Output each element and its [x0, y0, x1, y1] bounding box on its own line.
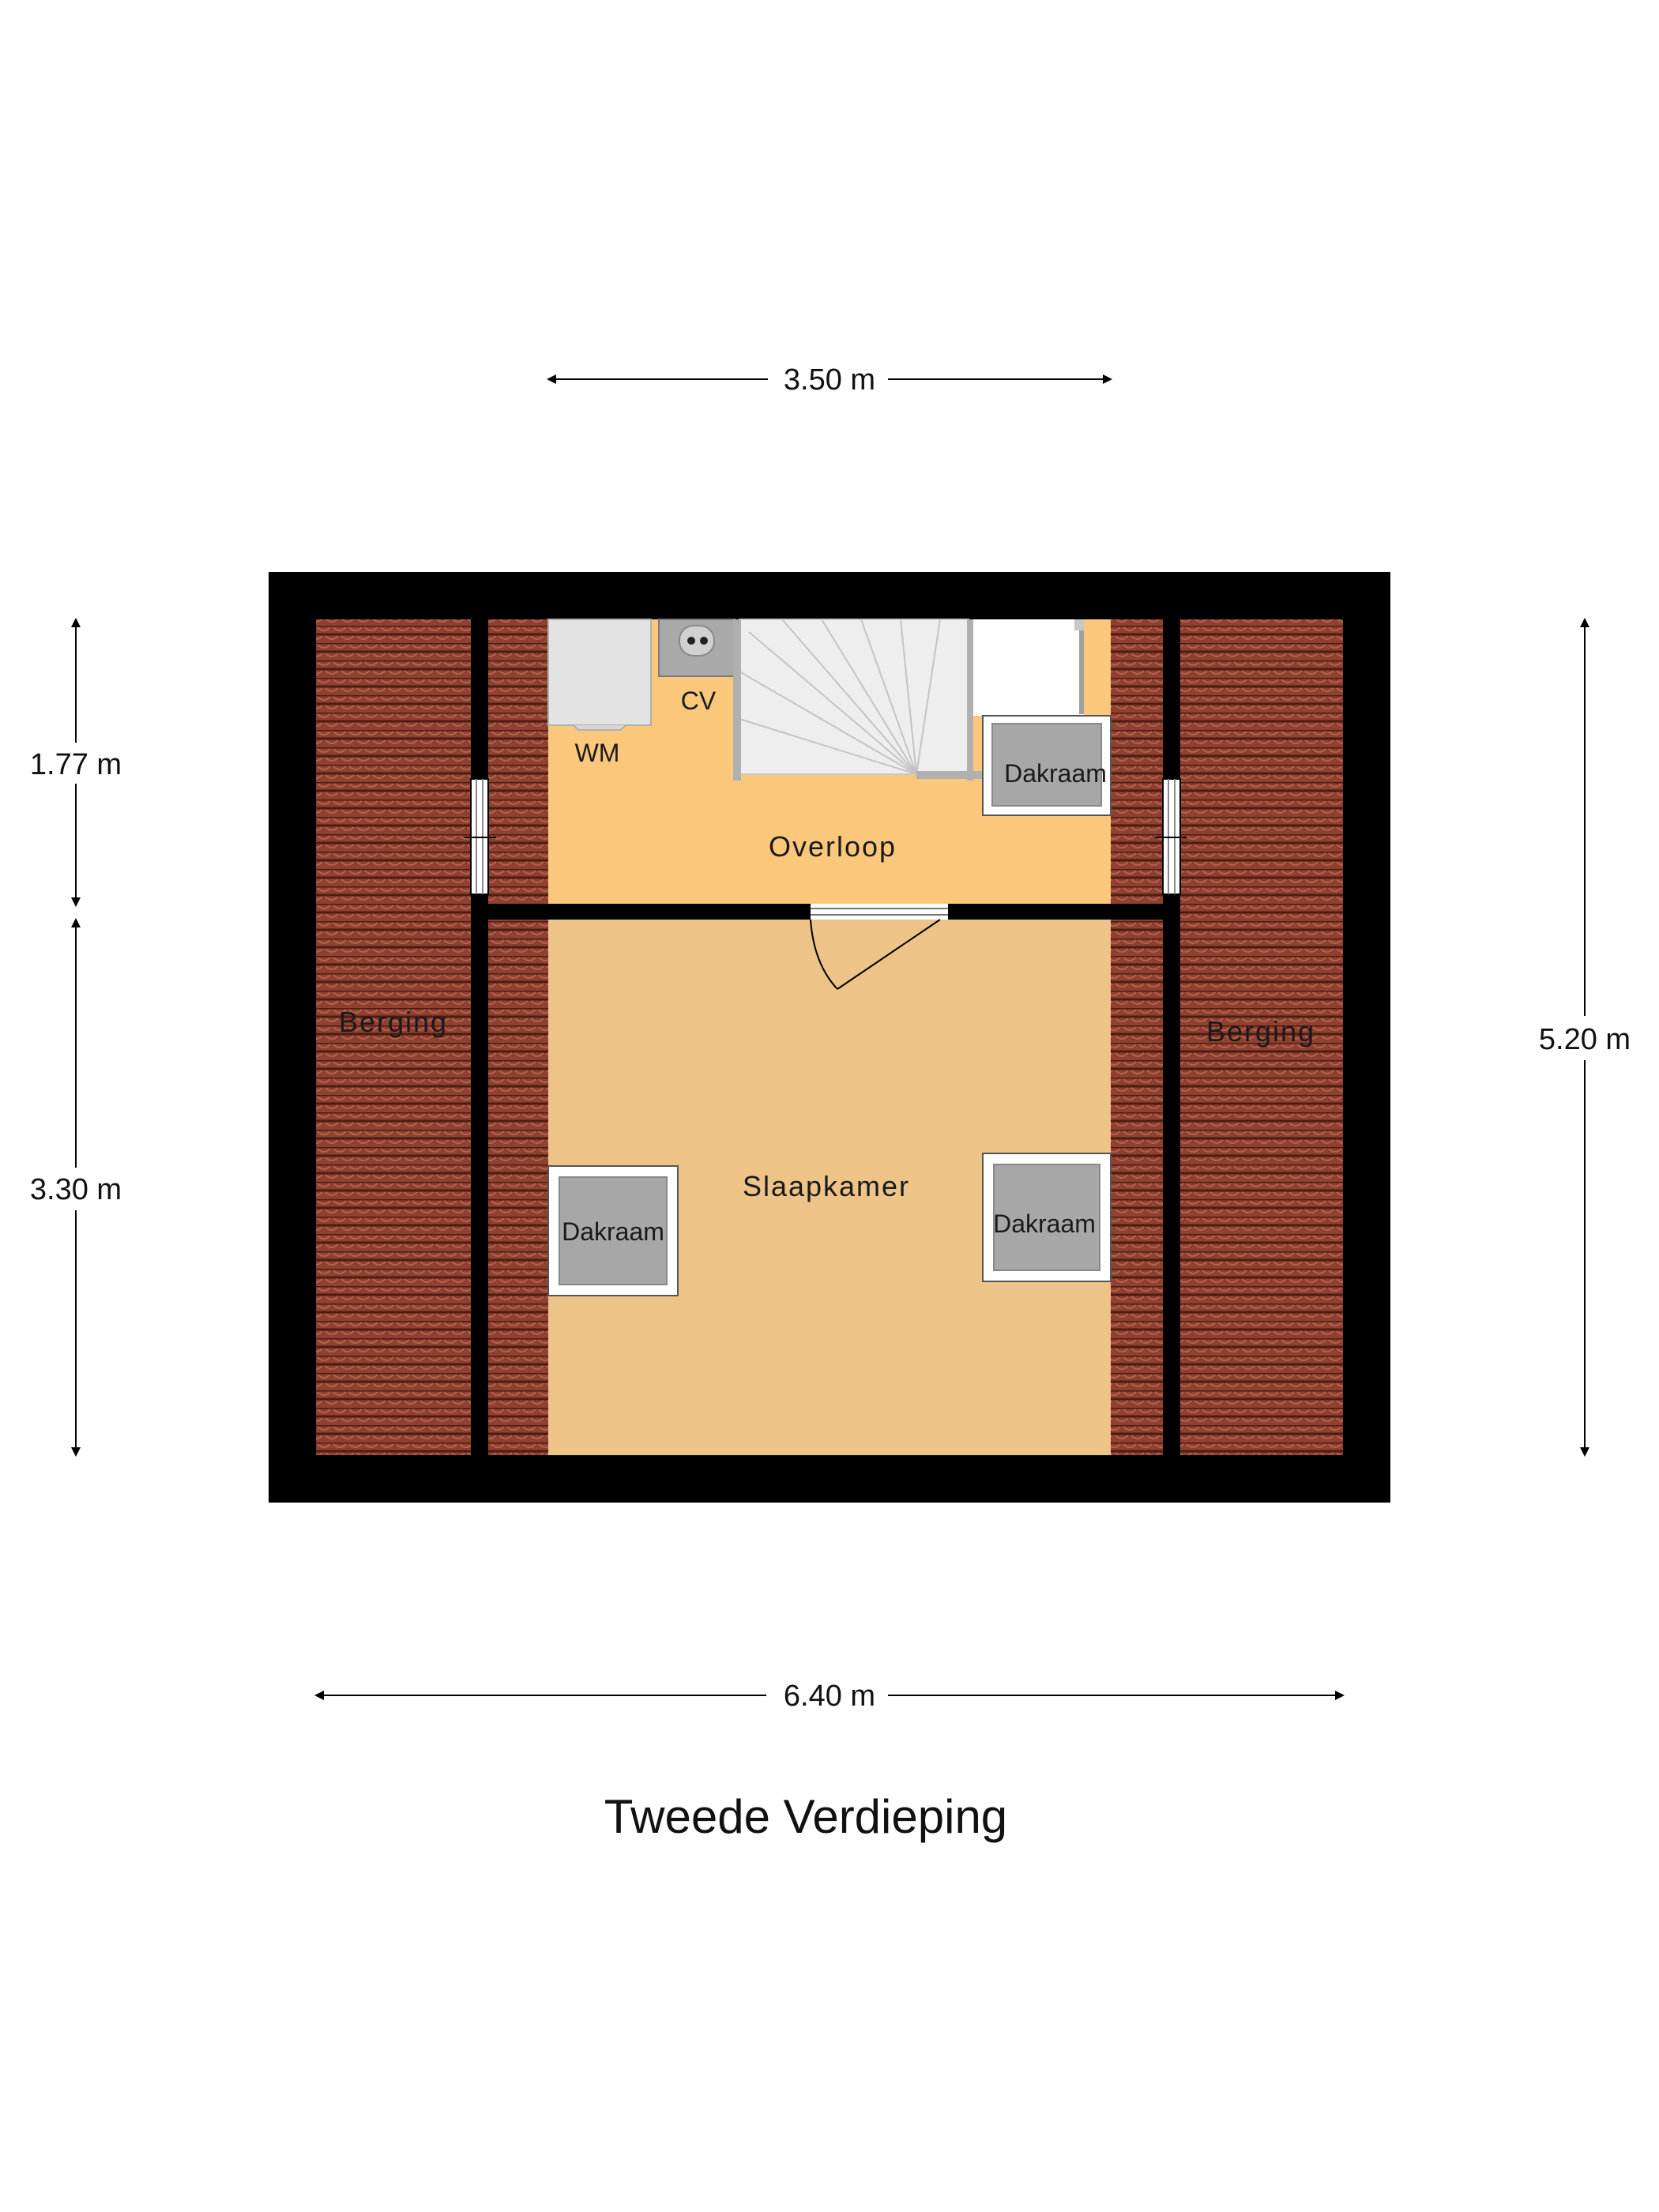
window-right [1155, 778, 1187, 895]
staircase [733, 619, 983, 781]
dakraam-left-label: Dakraam [562, 1217, 664, 1246]
page-title: Tweede Verdieping [604, 1790, 1007, 1843]
door-opening[interactable] [803, 904, 956, 920]
knee-wall-left [471, 619, 488, 1455]
dakraam-overloop-label: Dakraam [1004, 759, 1107, 788]
roof-slope-right [1180, 619, 1343, 1455]
dimension-left-upper-label: 1.77 m [30, 748, 122, 781]
roof-slope-left [316, 619, 471, 1455]
stairwell-void [973, 619, 1084, 716]
roof-strip-left [488, 619, 548, 1455]
dimension-left-lower-label: 3.30 m [30, 1173, 122, 1206]
wm-label: WM [575, 739, 620, 767]
berging-left-label: Berging [339, 1006, 448, 1038]
skylight-left [547, 1165, 679, 1296]
cv-boiler [658, 619, 735, 677]
cv-label: CV [681, 687, 717, 715]
dimension-bottom-label: 6.40 m [784, 1680, 875, 1713]
dimension-right-label: 5.20 m [1539, 1023, 1631, 1056]
skylight-overloop [982, 715, 1112, 816]
skylight-right [982, 1153, 1112, 1282]
overloop-label: Overloop [769, 830, 897, 863]
door-leaf [837, 919, 941, 990]
dimension-top-label: 3.50 m [784, 363, 875, 397]
roof-strip-right [1111, 619, 1163, 1455]
knee-wall-right [1163, 619, 1180, 1455]
window-left [465, 778, 496, 895]
berging-right-label: Berging [1206, 1015, 1315, 1048]
washing-machine [547, 619, 652, 731]
door-swing [810, 919, 838, 990]
slaapkamer-label: Slaapkamer [743, 1170, 910, 1202]
dakraam-right-label: Dakraam [993, 1209, 1096, 1238]
